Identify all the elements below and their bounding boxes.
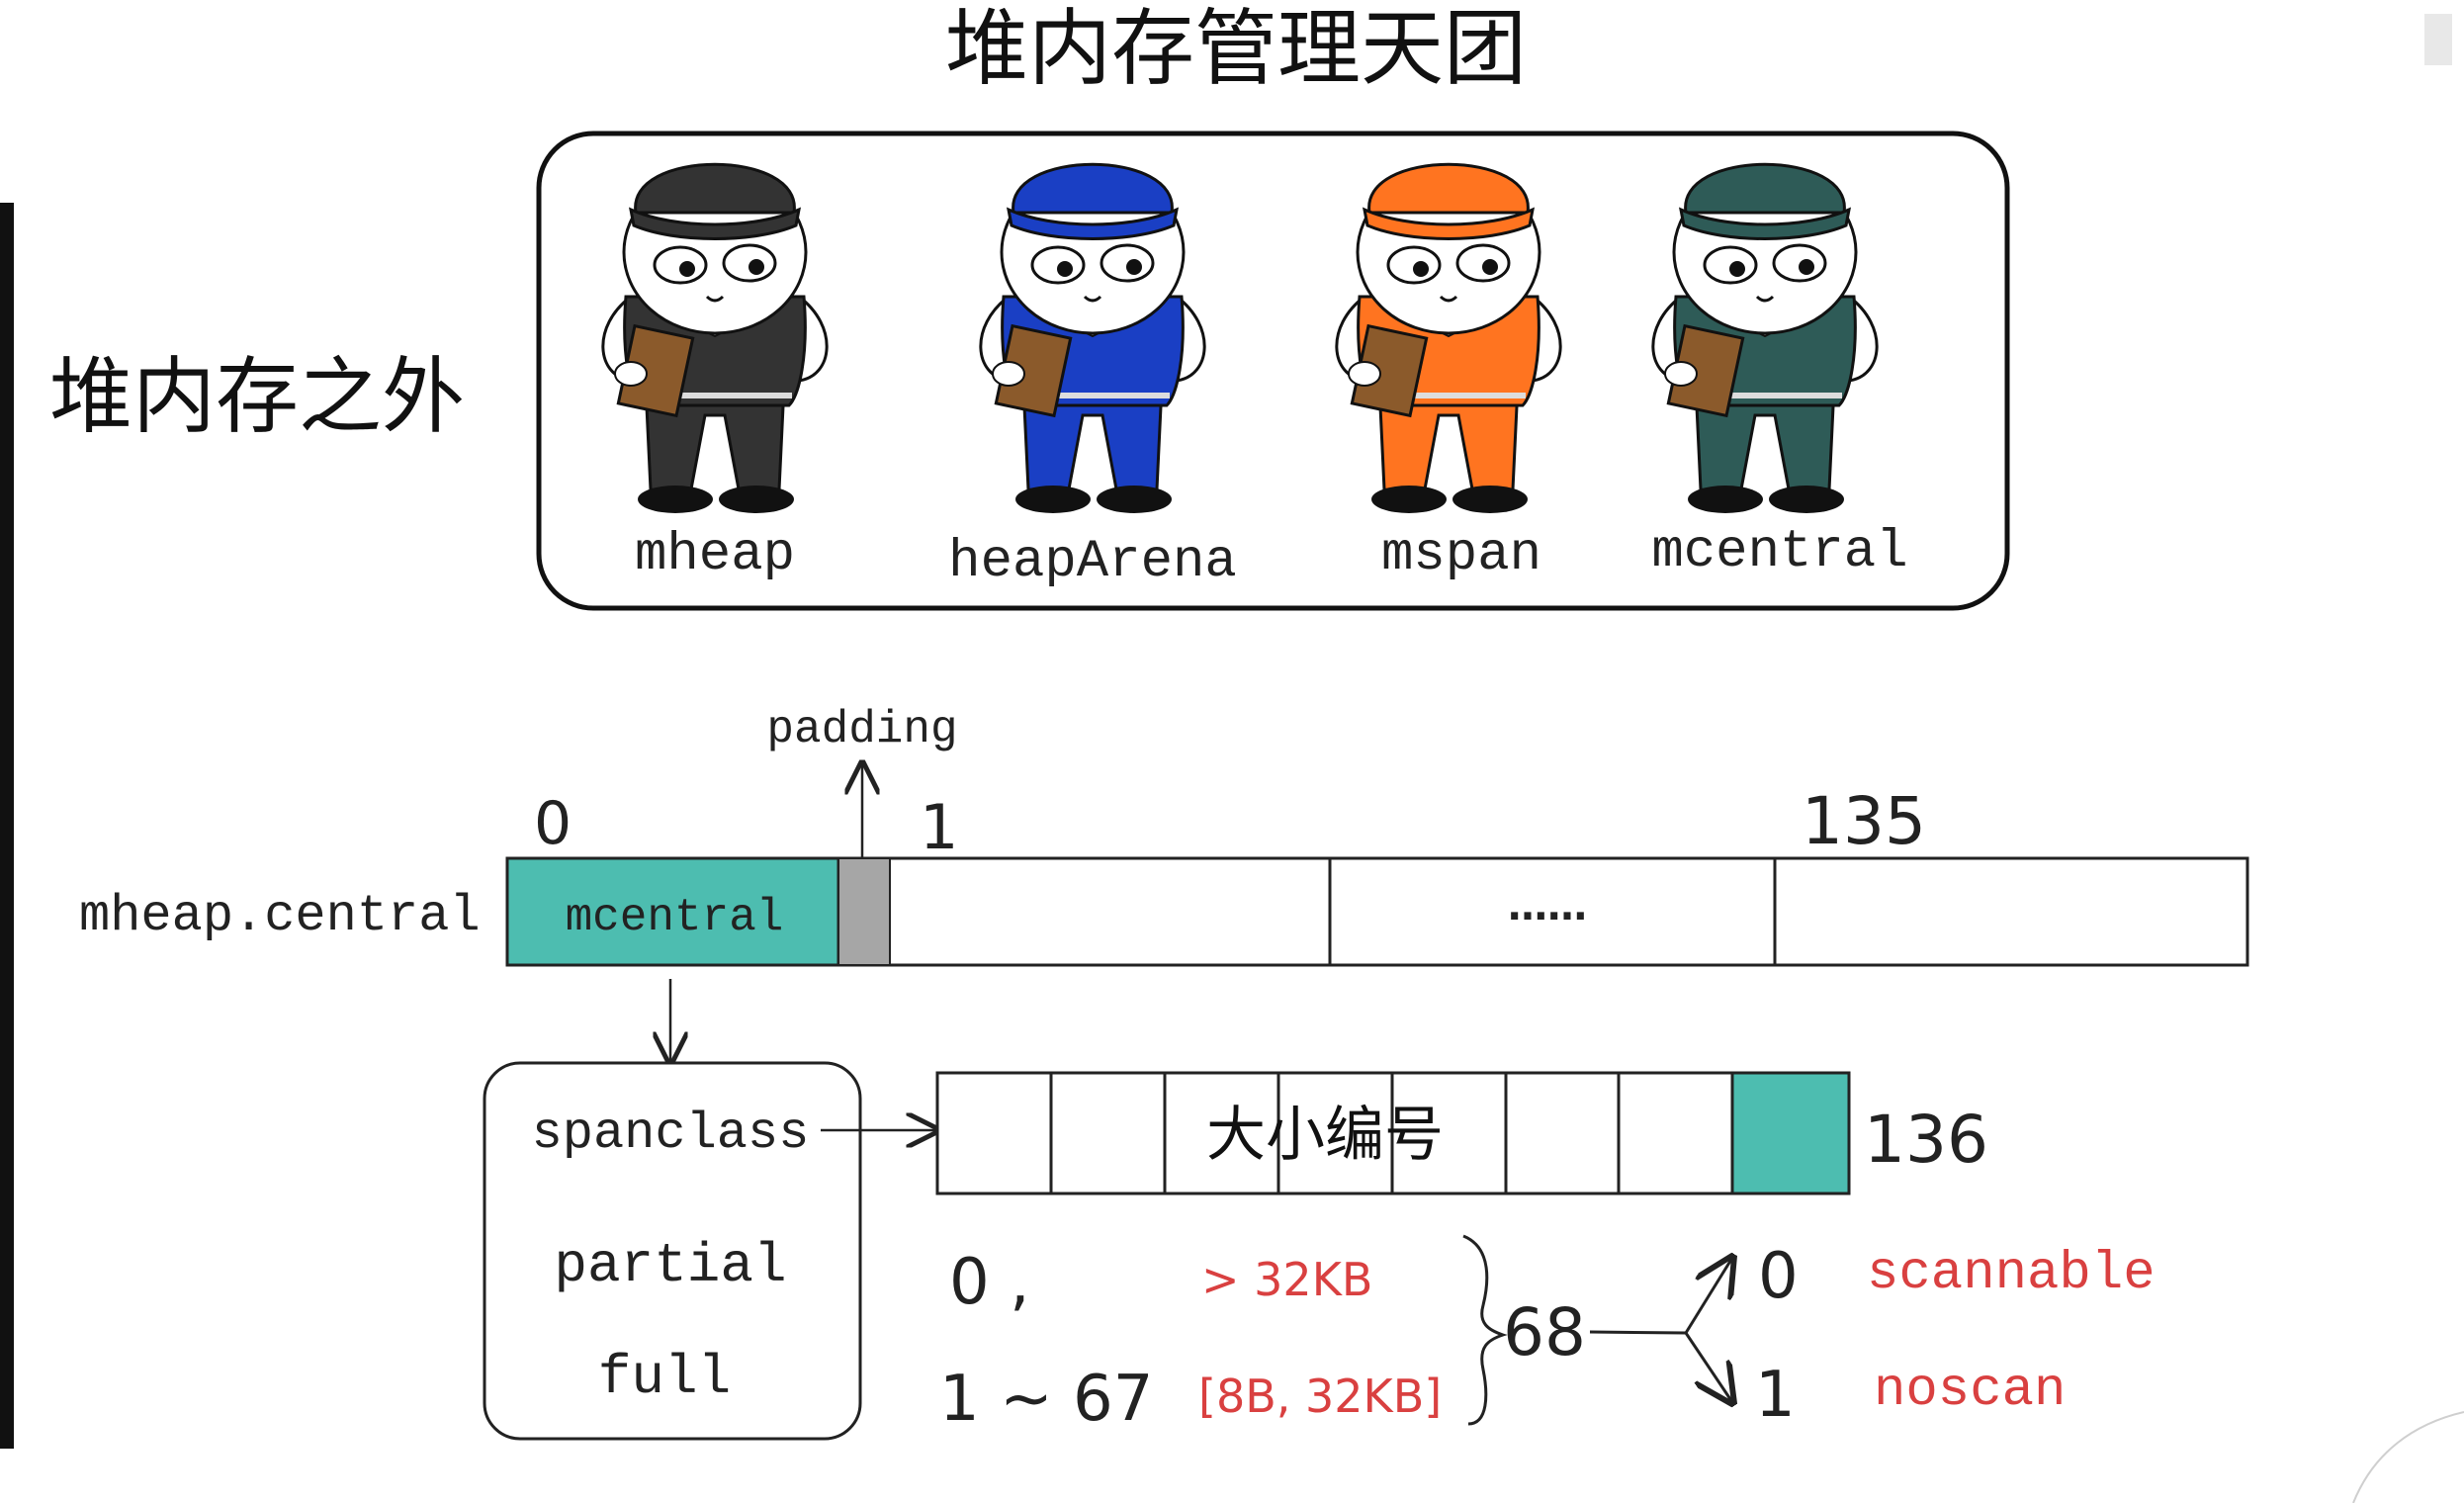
- character-label-mcentral: mcentral: [1651, 522, 1907, 582]
- central-cell-mcentral: [505, 856, 840, 967]
- character-mcentral: [1651, 162, 1879, 513]
- page-title: 堆内存管理天团: [945, 0, 1527, 97]
- fork-stem: [1589, 1330, 1687, 1335]
- field-spanclass: spanclass: [532, 1105, 810, 1163]
- class-count: 68: [1503, 1294, 1586, 1370]
- central-array-label: mheap.central: [79, 887, 481, 945]
- side-label: 堆内存之外: [49, 348, 465, 445]
- character-mspan: [1335, 162, 1562, 513]
- character-group: mheap heapArena mspan mcentral: [601, 162, 1908, 592]
- character-panel: [536, 131, 2010, 611]
- index-second: 1: [920, 791, 958, 863]
- bits-size-label: 136: [1864, 1102, 1988, 1178]
- scan-bit-1: 1: [1755, 1359, 1796, 1432]
- size-class-label: 大小编号: [1206, 1101, 1444, 1170]
- watermark-mark: [2424, 14, 2452, 65]
- size-id-0: 0 ,: [949, 1246, 1029, 1319]
- index-first: 0: [534, 789, 572, 858]
- index-last: 135: [1802, 783, 1926, 859]
- fork-down-arrow: [1684, 1332, 1732, 1402]
- character-label-mheap: mheap: [635, 525, 795, 585]
- character-label-heaparena: heapArena: [948, 532, 1237, 592]
- left-vertical-bar: [0, 203, 14, 1449]
- character-heaparena: [979, 162, 1206, 513]
- mcentral-struct-box: [483, 1061, 862, 1441]
- range-brace: [1462, 1234, 1508, 1426]
- size-range-large: > 32KB: [1201, 1253, 1372, 1306]
- scan-bit-0: 0: [1758, 1240, 1799, 1313]
- central-padding-cell: [837, 857, 891, 966]
- central-ellipsis: ……: [1508, 884, 1587, 929]
- central-cell-label: mcentral: [566, 892, 784, 943]
- field-full: full: [598, 1346, 731, 1409]
- scannable-label: scannable: [1867, 1244, 2156, 1304]
- character-mheap: [601, 162, 829, 513]
- noscan-bit-cell: [1730, 1071, 1851, 1195]
- padding-label: padding: [766, 704, 957, 755]
- character-label-mspan: mspan: [1381, 525, 1541, 585]
- corner-arc: [2352, 1411, 2464, 1503]
- field-partial: partial: [554, 1234, 786, 1297]
- fork-up-arrow: [1684, 1258, 1732, 1334]
- bit-dividers: [1049, 1073, 1621, 1194]
- noscan-label: noscan: [1874, 1361, 2066, 1421]
- size-id-1-67: 1 ~ 67: [939, 1363, 1153, 1436]
- size-range-small: [8B, 32KB]: [1198, 1370, 1442, 1423]
